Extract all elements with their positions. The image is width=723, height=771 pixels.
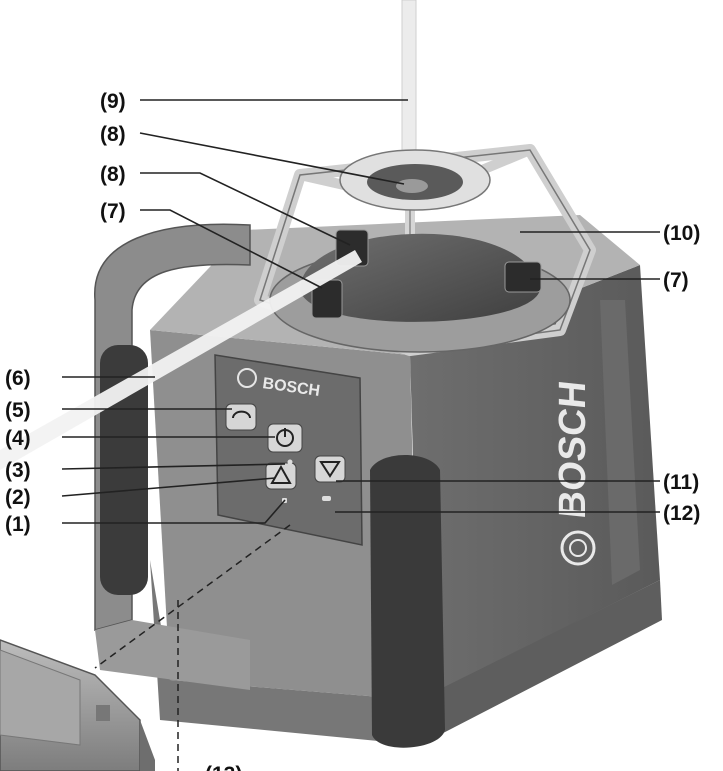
callout-7-right: (7) (663, 269, 689, 292)
callout-13: (13) (205, 763, 242, 771)
carry-handle (94, 223, 251, 690)
battery-insertion-guide (94, 524, 291, 669)
callout-8-top: (8) (100, 123, 126, 146)
callout-labels: (9) (8) (8) (7) (6) (5) (4) (3) (2) (1) … (5, 90, 700, 771)
callout-4: (4) (5, 427, 31, 450)
callout-5: (5) (5, 399, 31, 422)
horizontal-laser-beam (0, 250, 362, 470)
slope-mode-button[interactable] (314, 455, 346, 483)
leader-lines (61, 99, 660, 524)
shock-warning-button[interactable] (265, 462, 297, 490)
callout-8-window: (8) (100, 163, 126, 186)
rotating-head (269, 149, 571, 353)
bosch-logo-icon (237, 368, 257, 388)
callout-3: (3) (5, 459, 31, 482)
callout-9: (9) (100, 90, 126, 113)
callout-6: (6) (5, 367, 31, 390)
slope-icon (319, 461, 341, 478)
callout-1: (1) (5, 513, 31, 536)
side-brand: BOSCH (552, 379, 596, 566)
rotation-icon (232, 410, 251, 419)
power-button[interactable] (267, 423, 303, 453)
rotation-button[interactable] (225, 403, 257, 431)
callout-11: (11) (663, 471, 699, 494)
front-grip-right (370, 455, 445, 748)
shock-icon (270, 464, 292, 484)
power-indicator-led (287, 459, 293, 465)
callout-2: (2) (5, 486, 31, 509)
callout-12: (12) (663, 502, 700, 525)
battery-warning-led (322, 496, 331, 501)
control-panel: BOSCH (214, 354, 363, 546)
brand-side: BOSCH (552, 379, 594, 521)
callout-10: (10) (663, 222, 700, 245)
callout-7-left: (7) (100, 200, 126, 223)
battery-pack (0, 639, 155, 771)
